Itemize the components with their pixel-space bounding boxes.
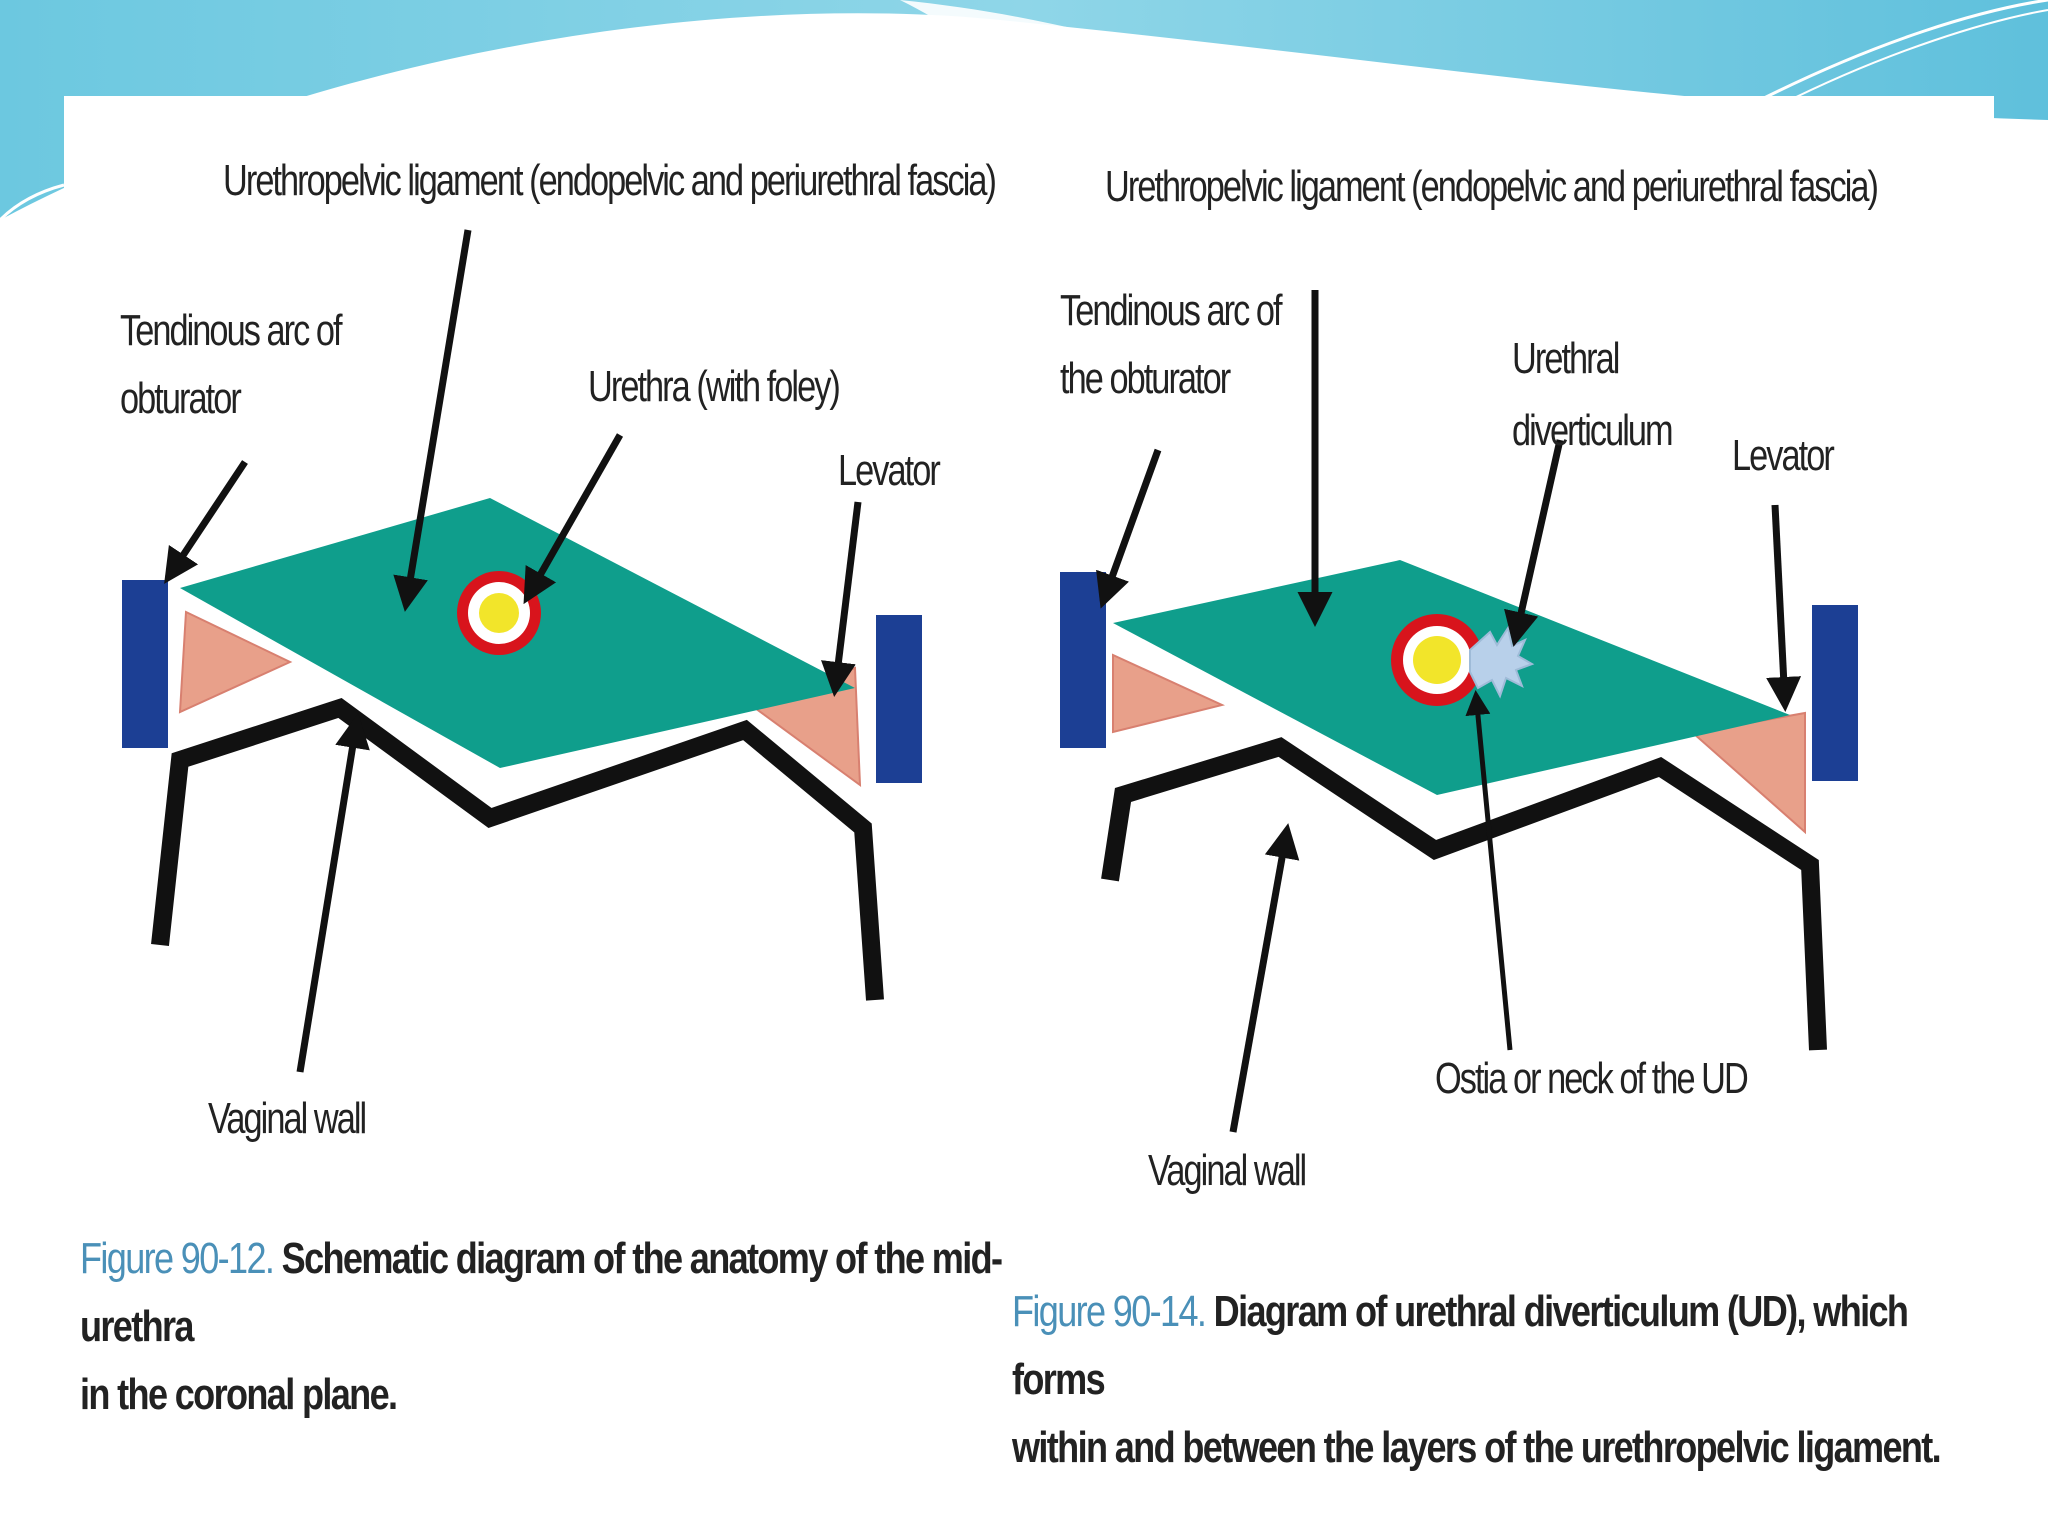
right-levator-label: Levator <box>1732 431 1835 480</box>
right-obturator-bone <box>1060 572 1106 748</box>
right-caption-text-1: Diagram of urethral diverticulum (UD), w… <box>1012 1287 1909 1405</box>
right-ud-label-line2: diverticulum <box>1512 406 1674 455</box>
left-caption-number: Figure 90-12. <box>80 1234 275 1283</box>
right-arc-label-line2: the obturator <box>1060 354 1231 403</box>
left-arc-label-line2: obturator <box>120 374 242 423</box>
left-vaginal-wall <box>151 698 884 1001</box>
right-ligament-label: Urethropelvic ligament (endopelvic and p… <box>1105 162 1879 211</box>
right-figure-caption: Figure 90-14. Diagram of urethral divert… <box>1012 1278 1971 1483</box>
left-figure-caption: Figure 90-12. Schematic diagram of the a… <box>80 1225 1048 1430</box>
right-urethra-lumen <box>1413 636 1461 684</box>
header-wave <box>0 0 2048 220</box>
left-vaginal-label: Vaginal wall <box>208 1094 367 1143</box>
right-vaginal-label: Vaginal wall <box>1148 1146 1307 1195</box>
left-obturator-bone <box>122 580 168 748</box>
right-caption-text-2: within and between the layers of the ure… <box>1012 1423 1942 1473</box>
right-ostia-label: Ostia or neck of the UD <box>1435 1054 1749 1103</box>
left-caption-text-1: Schematic diagram of the anatomy of the … <box>80 1234 1003 1352</box>
left-levator-bone <box>876 615 922 783</box>
right-arc-label-line1: Tendinous arc of <box>1060 286 1283 335</box>
right-vaginal-wall <box>1101 737 1827 1051</box>
left-muscle-left <box>178 610 293 714</box>
left-urethra-lumen <box>479 593 519 633</box>
left-urethra-label: Urethra (with foley) <box>588 362 841 411</box>
right-ud-label-line1: Urethral <box>1512 334 1620 383</box>
right-muscle-left <box>1112 653 1226 734</box>
right-caption-number: Figure 90-14. <box>1012 1287 1207 1336</box>
left-levator-label: Levator <box>838 446 941 495</box>
figure-right-diagram <box>1060 290 1858 1133</box>
right-levator-bone <box>1812 605 1858 781</box>
left-arc-label-line1: Tendinous arc of <box>120 306 343 355</box>
figure-left-diagram <box>122 229 922 1073</box>
left-caption-text-2: in the coronal plane. <box>80 1370 398 1420</box>
left-ligament-label: Urethropelvic ligament (endopelvic and p… <box>223 156 997 205</box>
